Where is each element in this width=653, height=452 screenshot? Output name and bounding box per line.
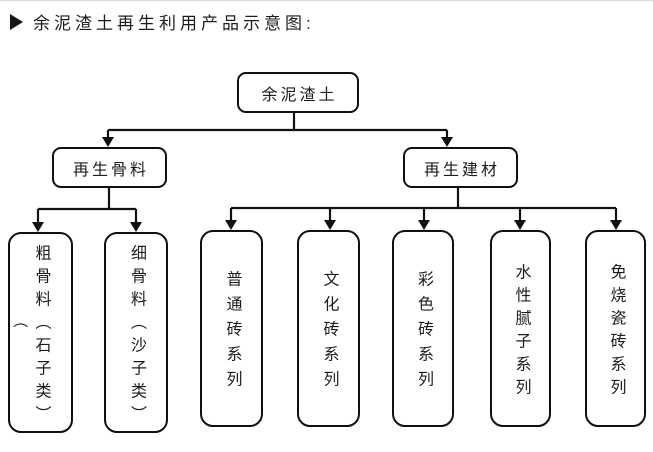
node-leaf-fine-aggregate: 细骨料（沙子类）	[104, 232, 168, 433]
arrowhead-leaf-6	[514, 220, 526, 230]
node-root-label: 余泥渣土	[261, 86, 338, 104]
diagram-title: 余泥渣土再生利用产品示意图:	[33, 14, 315, 33]
triangle-bullet-icon	[10, 13, 23, 30]
node-branch-recycled-building-material: 再生建材	[403, 147, 518, 188]
node-leaf-coarse-aggregate: （ 粗骨料（石子类）	[8, 232, 73, 433]
node-leaf-culture-brick: 文化砖系列	[297, 230, 360, 427]
node-root: 余泥渣土	[237, 72, 359, 113]
node-leaf-label: 水性腻子系列	[512, 263, 530, 401]
arrowhead-leaf-7	[610, 220, 622, 230]
arrowhead-leaf-2	[130, 222, 142, 232]
node-leaf-unfired-tile: 免烧瓷砖系列	[585, 230, 646, 427]
node-leaf-label: 粗骨料（石子类）	[32, 244, 50, 428]
node-leaf-label: 免烧瓷砖系列	[607, 263, 625, 401]
arrowhead-branch-left	[102, 137, 114, 147]
node-branch-label: 再生建材	[423, 161, 500, 179]
arrowhead-leaf-4	[324, 220, 336, 230]
node-leaf-label: 普通砖系列	[223, 270, 241, 396]
arrowhead-leaf-3	[225, 220, 237, 230]
node-leaf-label: 细骨料（沙子类）	[128, 244, 145, 428]
node-leaf-label: 彩色砖系列	[415, 270, 432, 396]
overflow-paren: （	[11, 312, 29, 329]
arrowhead-branch-right	[441, 137, 453, 147]
node-leaf-water-putty: 水性腻子系列	[490, 230, 551, 427]
diagram-title-row: 余泥渣土再生利用产品示意图:	[10, 9, 315, 34]
node-branch-label: 再生骨料	[72, 161, 149, 179]
node-leaf-ordinary-brick: 普通砖系列	[200, 230, 263, 427]
node-leaf-label: 文化砖系列	[320, 270, 338, 396]
arrowhead-leaf-1	[32, 222, 44, 232]
node-leaf-color-brick: 彩色砖系列	[392, 230, 454, 427]
node-branch-recycled-aggregate: 再生骨料	[52, 147, 167, 188]
top-border-line	[0, 0, 653, 1]
arrowhead-leaf-5	[418, 220, 430, 230]
